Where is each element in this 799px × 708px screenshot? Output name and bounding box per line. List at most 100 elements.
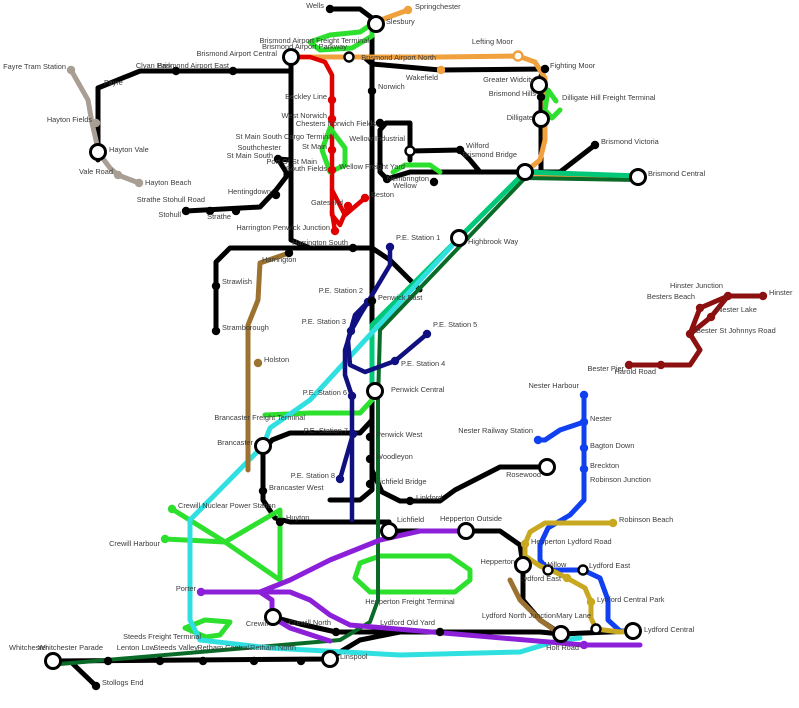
station-marker-interchange[interactable] [450,229,468,247]
station-marker-dot[interactable] [382,174,392,184]
station-marker-dot[interactable] [435,627,445,637]
station-marker-dot[interactable] [228,66,238,76]
station-marker-interchange[interactable] [624,622,642,640]
station-marker-small-interchange[interactable] [590,623,602,635]
station-marker-dot[interactable] [335,474,345,484]
station-marker-dot[interactable] [367,86,377,96]
station-marker-interchange[interactable] [44,652,62,670]
station-marker-dot[interactable] [327,114,337,124]
station-marker-dot[interactable] [579,640,589,650]
station-marker-dot[interactable] [327,165,337,175]
station-marker-interchange[interactable] [366,382,384,400]
station-marker-dot[interactable] [579,390,589,400]
station-marker-dot[interactable] [167,504,177,514]
station-marker-interchange[interactable] [538,458,556,476]
station-marker-dot[interactable] [695,303,705,313]
station-marker-dot[interactable] [360,193,370,203]
station-marker-dot[interactable] [429,177,439,187]
station-marker-dot[interactable] [327,145,337,155]
station-marker-dot[interactable] [249,656,259,666]
station-marker-dot[interactable] [723,291,733,301]
station-marker-dot[interactable] [296,656,306,666]
station-marker-dot[interactable] [422,329,432,339]
station-marker-dot[interactable] [586,597,596,607]
station-marker-dot[interactable] [343,201,353,211]
station-marker-dot[interactable] [275,517,285,527]
station-marker-dot[interactable] [365,454,375,464]
station-marker-dot[interactable] [347,391,357,401]
station-marker-dot[interactable] [113,170,123,180]
station-marker-interchange[interactable] [89,143,107,161]
station-marker-dot[interactable] [758,291,768,301]
station-marker-dot[interactable] [367,296,377,306]
station-marker-dot[interactable] [533,435,543,445]
station-marker-dot[interactable] [685,329,695,339]
station-marker-interchange[interactable] [516,163,534,181]
station-marker-dot[interactable] [436,65,446,75]
station-marker-dot[interactable] [327,95,337,105]
station-marker-interchange[interactable] [264,608,282,626]
station-marker-dot[interactable] [579,443,589,453]
station-marker-dot[interactable] [103,656,113,666]
station-marker-dot[interactable] [706,312,716,322]
station-marker-dot[interactable] [134,178,144,188]
station-marker-dot[interactable] [331,627,341,637]
station-marker-dot[interactable] [579,464,589,474]
station-marker-small-interchange[interactable] [577,564,589,576]
station-marker-dot[interactable] [656,360,666,370]
station-marker-dot[interactable] [365,479,375,489]
station-marker-dot[interactable] [160,534,170,544]
station-marker-dot[interactable] [171,66,181,76]
station-marker-dot[interactable] [390,356,400,366]
station-marker-dot[interactable] [385,242,395,252]
station-marker-dot[interactable] [211,281,221,291]
station-marker-dot[interactable] [520,539,530,549]
station-marker-dot[interactable] [455,145,465,155]
station-marker-dot[interactable] [284,248,294,258]
station-marker-dot[interactable] [579,417,589,427]
station-marker-dot[interactable] [211,326,221,336]
station-marker-dot[interactable] [181,206,191,216]
station-marker-dot[interactable] [66,65,76,75]
station-marker-dot[interactable] [365,432,375,442]
station-marker-dot[interactable] [91,681,101,691]
station-marker-dot[interactable] [590,140,600,150]
station-marker-dot[interactable] [346,326,356,336]
station-marker-dot[interactable] [196,587,206,597]
station-marker-interchange[interactable] [380,522,398,540]
station-marker-dot[interactable] [231,206,241,216]
station-marker-dot[interactable] [403,5,413,15]
station-marker-interchange[interactable] [514,556,532,574]
station-marker-interchange[interactable] [552,625,570,643]
station-marker-dot[interactable] [624,360,634,370]
station-marker-small-interchange[interactable] [542,564,554,576]
station-marker-dot[interactable] [608,518,618,528]
station-marker-dot[interactable] [562,573,572,583]
station-marker-dot[interactable] [271,190,281,200]
station-marker-dot[interactable] [330,226,340,236]
station-marker-small-interchange[interactable] [404,145,416,157]
station-marker-dot[interactable] [405,496,415,506]
station-marker-interchange[interactable] [457,522,475,540]
station-marker-dot[interactable] [198,656,208,666]
station-marker-interchange[interactable] [254,437,272,455]
station-marker-dot[interactable] [253,358,263,368]
station-marker-interchange[interactable] [532,110,550,128]
station-marker-small-interchange[interactable] [343,51,355,63]
station-marker-dot[interactable] [540,64,550,74]
station-marker-dot[interactable] [273,154,283,164]
station-marker-small-interchange[interactable] [512,50,524,62]
station-marker-dot[interactable] [375,118,385,128]
station-marker-interchange[interactable] [629,168,647,186]
station-marker-dot[interactable] [91,118,101,128]
station-marker-dot[interactable] [325,4,335,14]
station-marker-dot[interactable] [348,243,358,253]
station-marker-interchange[interactable] [282,48,300,66]
station-marker-dot[interactable] [536,92,546,102]
station-marker-dot[interactable] [348,429,358,439]
station-marker-dot[interactable] [155,656,165,666]
station-marker-interchange[interactable] [367,15,385,33]
station-marker-interchange[interactable] [530,76,548,94]
station-marker-interchange[interactable] [321,650,339,668]
station-marker-dot[interactable] [205,206,215,216]
